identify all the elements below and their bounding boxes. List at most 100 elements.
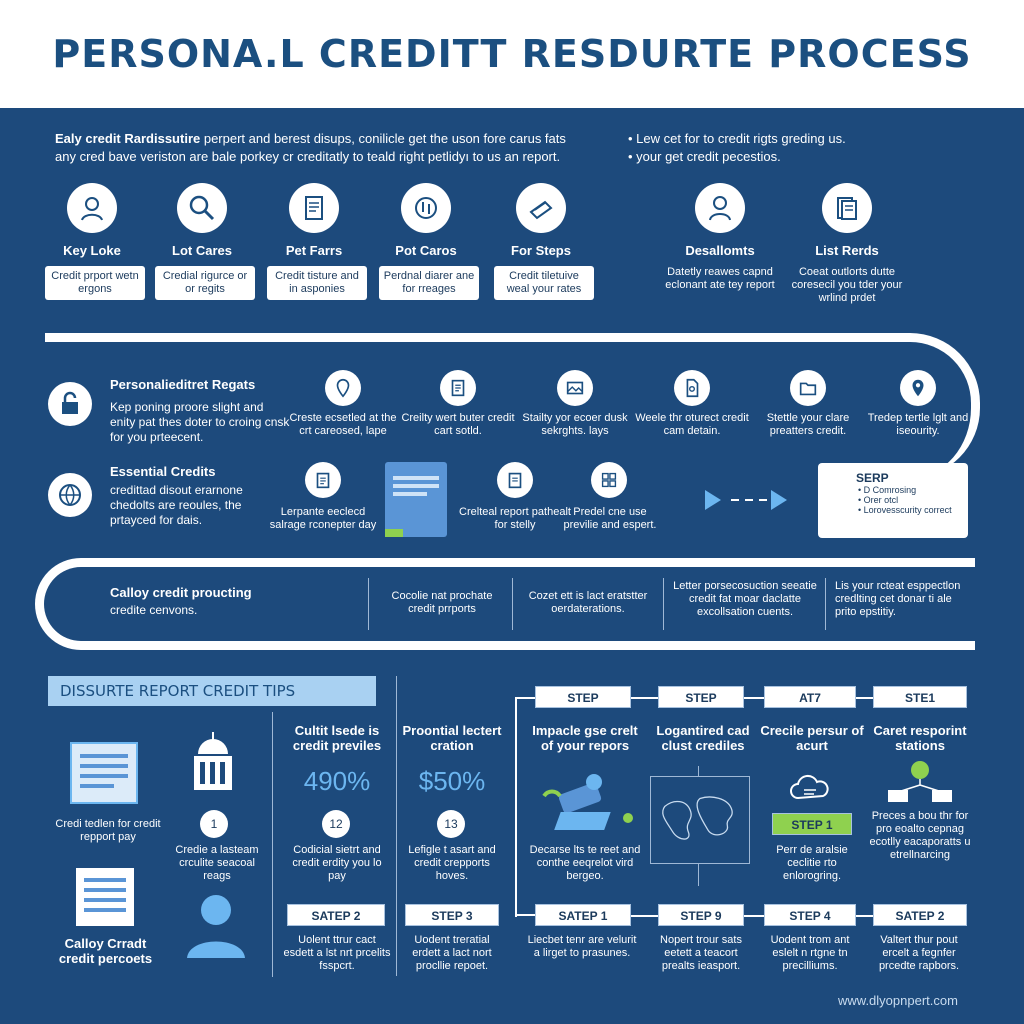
network-money-icon [880, 760, 960, 804]
flow-step-bottom: SATEP 2 [873, 904, 967, 926]
row1-step-5: Stettle your clare preatters credit. [748, 370, 868, 438]
row2-step-text: Predel cne use previlie and espert. [563, 506, 657, 531]
intro-left: Ealy credit Rardissutire perpert and ber… [55, 130, 615, 166]
intro-left-rest: perpert and berest disups, conilicle get… [200, 131, 566, 146]
flow-green-step: STEP 1 [772, 813, 852, 835]
folder-document-icon [385, 462, 447, 537]
row2-step-2: Crelteal report pathealt for stelly [455, 462, 575, 532]
flow-desc: Preces a bou thr for pro eoalto cepnag e… [869, 810, 971, 861]
row1-step-text: Weele thr oturect credit cam detain. [635, 412, 749, 437]
tips-col-c-title: Proontial lectert cration [402, 723, 502, 753]
row1-step-text: Stailty yor ecoer dusk sekrghts. lays [522, 412, 628, 437]
divider [825, 578, 826, 630]
file-icon [674, 370, 710, 406]
intro-right-line2: your get credit pecestios. [636, 149, 781, 164]
icon-label: Desallomts [685, 243, 755, 258]
cloud-doc-icon [790, 772, 830, 806]
flow-step-top: STEP [535, 686, 631, 708]
clipboard-icon [305, 462, 341, 498]
user-icon [67, 183, 117, 233]
world-map-icon [650, 776, 750, 864]
flow-step-bottom: SATEP 1 [535, 904, 631, 926]
flow-title: Caret resporint stations [873, 723, 967, 753]
row1-step-4: Weele thr oturect credit cam detain. [632, 370, 752, 438]
arrow [515, 697, 535, 699]
row3-sub: credite cenvons. [110, 603, 198, 617]
icon-col-2: Lot Cares Credial rigurce or or regits [147, 183, 257, 300]
icon-col-3: Pet Farrs Credit tisture and in asponies [259, 183, 369, 300]
row1-body: Kep poning proore slight and enity pat t… [110, 400, 290, 444]
icon-label: Pet Farrs [285, 243, 343, 258]
arrow [744, 915, 764, 917]
folder-icon [790, 370, 826, 406]
row1-step-text: Stettle your clare preatters credit. [766, 412, 850, 437]
serp-box: SERP • D Comrosing • Orer otcl • Loroves… [818, 463, 968, 538]
flow-title: Crecile persur of acurt [760, 723, 864, 753]
flow-connector [515, 697, 517, 917]
row2-body: credittad disout erarnone chedolts are r… [110, 483, 243, 527]
title-banner: PERSONA.L CREDITT RESDURTE PROCESS [0, 0, 1024, 108]
icon-label: Lot Cares [172, 243, 232, 258]
person-icon [695, 183, 745, 233]
tips-left-top: Credi tedlen for credit repport pay [55, 818, 161, 843]
icon-col-1: Key Loke Credit prport wetn ergons [37, 183, 147, 300]
intro-left-bold: Ealy credit Rardissutire [55, 131, 201, 146]
tips-col-b-foot: Uolent ttrur cact esdett a lst nrt prcel… [283, 934, 391, 972]
row3-col: Lis your rcteat esppectlon credlting cet… [835, 580, 961, 618]
icon-col-4: Pot Caros Perdnal diarer ane for rreages [371, 183, 481, 300]
row2-title: Essential Credits [110, 464, 216, 479]
track-top [45, 333, 980, 478]
building-icon [188, 728, 238, 794]
row2-step-3: Predel cne use previlie and espert. [555, 462, 665, 532]
step-number: 13 [437, 810, 465, 838]
row2-step-text: Crelteal report pathealt for stelly [459, 506, 571, 531]
step-badge: SATEP 2 [287, 904, 385, 926]
step-badge: STEP 3 [405, 904, 499, 926]
step-number: 1 [200, 810, 228, 838]
icon-col-6: Desallomts Datetly reawes capnd eclonant… [655, 183, 785, 292]
flow-bottom-desc: Nopert trour sats eetett a teacort preal… [660, 934, 742, 972]
row1-step-text: Creilty wert buter credit cart sotld. [401, 412, 515, 437]
icon-box: Credial rigurce or or regits [155, 266, 255, 300]
arrow [515, 914, 535, 916]
list-icon [76, 868, 134, 926]
document-icon [440, 370, 476, 406]
row1-step-1: Creste ecsetled at the crt careosed, lap… [283, 370, 403, 438]
person-avatar-icon [183, 888, 249, 958]
footer-url[interactable]: www.dlyopnpert.com [838, 993, 958, 1008]
icon-col-5: For Steps Credit tiletuive weal your rat… [486, 183, 596, 300]
arrow [744, 697, 764, 699]
tips-col-c-foot: Uodent treratial erdett a lact nort proc… [412, 934, 492, 972]
row3-title: Calloy credit proucting [110, 585, 252, 600]
document-list-icon [70, 742, 138, 804]
icon-desc: Coeat outlorts dutte coresecil you tder … [791, 266, 903, 304]
flow-desc: Perr de aralsie ceclitie rto enlorogring… [776, 844, 848, 882]
tips-col-b-big: 490% [303, 766, 371, 796]
flow-step-bottom: STEP 9 [658, 904, 744, 926]
icon-box: Credit prport wetn ergons [45, 266, 145, 300]
icon-box: Credit tisture and in asponies [267, 266, 367, 300]
icon-label: For Steps [511, 243, 571, 258]
row1-step-3: Stailty yor ecoer dusk sekrghts. lays [515, 370, 635, 438]
divider [396, 676, 397, 976]
flow-bottom-desc: Valtert thur pout ercelt a fegnfer prced… [878, 934, 960, 972]
map-connector [698, 864, 699, 886]
intro-left-line2: any cred bave veriston are bale porkey c… [55, 149, 561, 164]
flow-step-bottom: STEP 4 [764, 904, 856, 926]
divider [368, 578, 369, 630]
tips-left-bottom: Calloy Crradt credit percoets [58, 936, 153, 966]
track-middle [35, 558, 975, 650]
icon-label: List Rerds [815, 243, 879, 258]
row1-step-6: Tredep tertle lglt and iseourity. [858, 370, 978, 438]
flow-step-top: AT7 [764, 686, 856, 708]
tips-col-c-text: Lefigle t asart and credit crepports hov… [408, 844, 496, 882]
map-connector [698, 766, 699, 776]
flow-title: Impacle gse crelt of your repors [532, 723, 638, 753]
icon-label: Pot Caros [395, 243, 457, 258]
row1-step-text: Creste ecsetled at the crt careosed, lap… [289, 412, 397, 437]
step-number: 12 [322, 810, 350, 838]
row3-col: Cozet ett is lact eratstter oerdateratio… [528, 590, 648, 615]
arrow [631, 697, 658, 699]
row1-step-2: Creilty wert buter credit cart sotld. [398, 370, 518, 438]
icon-col-7: List Rerds Coeat outlorts dutte coreseci… [782, 183, 912, 305]
